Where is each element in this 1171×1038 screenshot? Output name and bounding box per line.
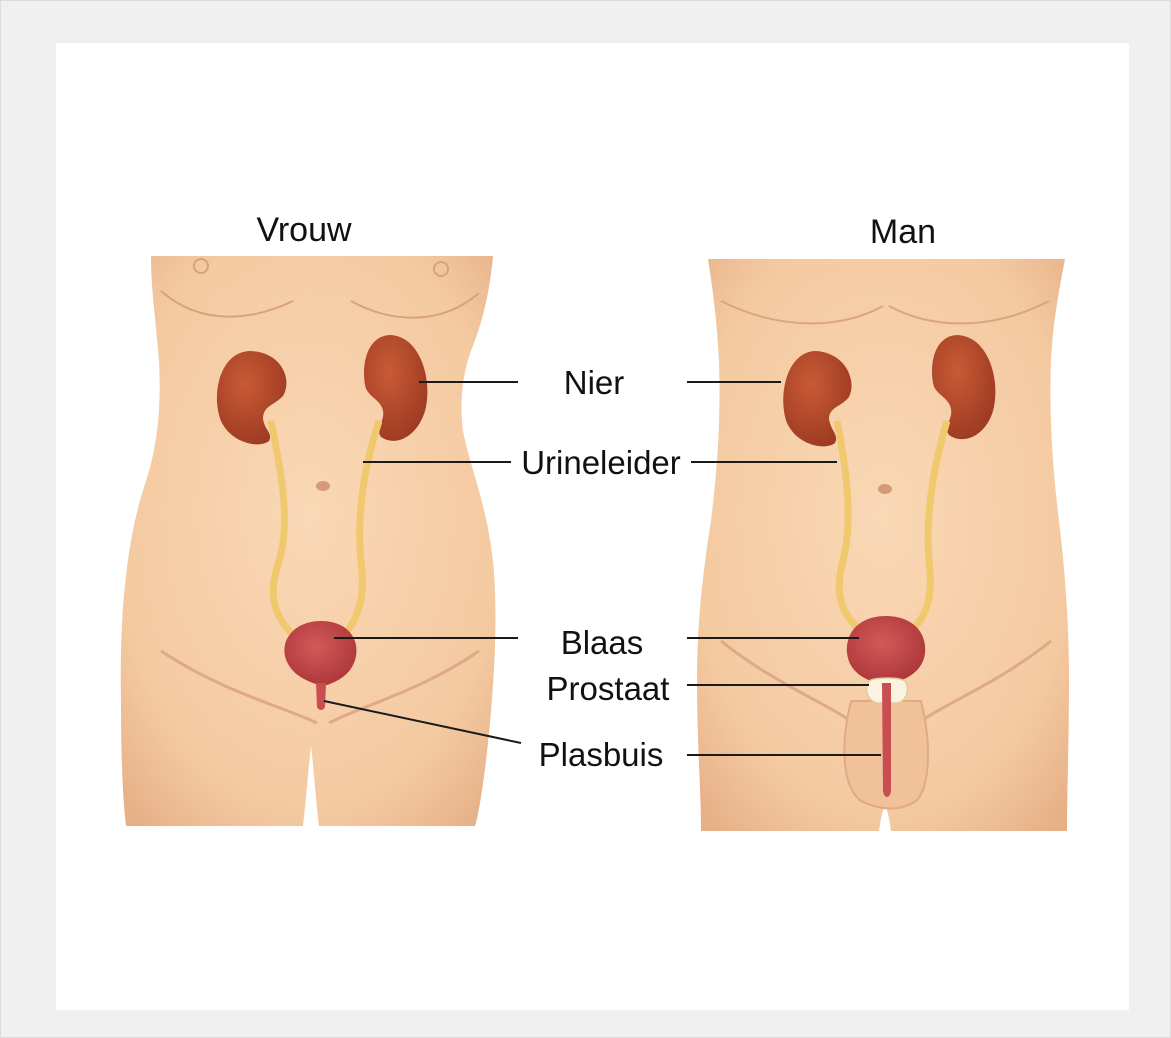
title-female: Vrouw <box>256 211 352 249</box>
diagram-panel: Vrouw Man Nier Urineleider Blaas Prostaa… <box>56 43 1129 1010</box>
male-urethra <box>882 683 891 797</box>
male-bladder <box>847 616 925 683</box>
label-kidney: Nier <box>564 364 625 401</box>
female-torso <box>121 256 496 826</box>
label-bladder: Blaas <box>561 624 644 661</box>
female-navel <box>316 481 330 491</box>
urinary-system-diagram: Vrouw Man Nier Urineleider Blaas Prostaa… <box>56 43 1129 1010</box>
male-navel <box>878 484 892 494</box>
male-torso <box>697 259 1069 831</box>
title-male: Man <box>870 213 936 251</box>
label-ureter: Urineleider <box>521 444 681 481</box>
female-urethra <box>316 683 326 710</box>
female-body-outline <box>121 256 496 826</box>
label-urethra: Plasbuis <box>539 736 664 773</box>
label-prostate: Prostaat <box>547 670 670 707</box>
